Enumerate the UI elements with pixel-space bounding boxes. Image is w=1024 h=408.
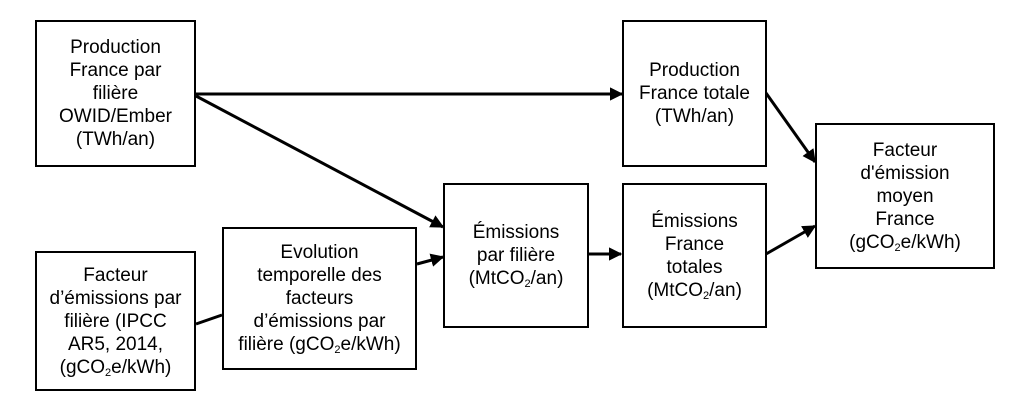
unit-subscript: 2 — [334, 344, 341, 356]
arrow-totales-to-facteur — [765, 224, 817, 256]
box-line: France — [664, 233, 725, 255]
box-unit-line: filière (gCO2e/kWh) — [238, 333, 400, 356]
box-line: par filière — [476, 245, 556, 266]
box-line: Evolution — [280, 242, 359, 263]
box-facteur-moyen: Facteur d'émission moyen France (gCO2e/k… — [815, 123, 995, 269]
box-line: Production — [70, 37, 161, 58]
box-line: France par — [69, 60, 162, 81]
box-line: d'émission — [860, 162, 950, 184]
unit-subscript: 2 — [894, 241, 901, 254]
box-line: AR5, 2014, — [67, 333, 164, 355]
box-line: Émissions — [651, 210, 738, 232]
box-unit-line: (gCO2e/kWh) — [849, 231, 961, 254]
box-line: France totale — [639, 83, 750, 104]
unit-text: (gCO — [849, 231, 895, 253]
arrow-evolution-to-emissions — [416, 253, 445, 267]
box-line: filière — [92, 83, 139, 104]
box-unit-line: (MtCO2/an) — [469, 267, 564, 290]
box-unit-line: (MtCO2/an) — [647, 279, 742, 302]
unit-text: e/kWh) — [340, 334, 401, 355]
box-line: d’émissions par — [49, 287, 182, 309]
box-line: totales — [666, 256, 723, 278]
box-line: d’émissions par — [253, 311, 386, 332]
box-evolution: Evolution temporelle des facteurs d’émis… — [222, 227, 417, 370]
unit-text: /an) — [709, 279, 742, 301]
unit-text: (MtCO — [647, 279, 704, 301]
box-line: Facteur — [872, 139, 938, 161]
box-line: (TWh/an) — [654, 106, 735, 127]
box-production-filiere: Production France par filière OWID/Ember… — [35, 20, 196, 167]
box-line: Émissions — [472, 222, 560, 243]
box-facteur-filiere: Facteur d’émissions par filière (IPCC AR… — [35, 251, 196, 391]
box-line: Facteur — [83, 264, 148, 286]
box-line: moyen — [876, 185, 934, 207]
line-facteur-to-evolution — [195, 313, 223, 326]
unit-subscript: 2 — [524, 278, 531, 290]
box-emissions-totales: Émissions France totales (MtCO2/an) — [622, 183, 767, 328]
unit-text: /an) — [530, 268, 564, 289]
unit-text: e/kWh) — [111, 356, 172, 378]
box-line: filière (IPCC — [64, 310, 167, 332]
box-line: Production — [649, 60, 740, 81]
unit-text: (gCO — [59, 356, 106, 378]
arrow-production-to-emissions — [195, 94, 445, 229]
box-line: OWID/Ember — [59, 106, 172, 127]
box-production-totale: Production France totale (TWh/an) — [622, 20, 767, 167]
unit-text: (MtCO — [468, 268, 525, 289]
box-line: (TWh/an) — [75, 129, 156, 150]
unit-subscript: 2 — [105, 366, 112, 379]
box-line: facteurs — [285, 288, 354, 309]
unit-subscript: 2 — [703, 289, 710, 302]
arrow-totale-to-facteur — [764, 92, 817, 164]
unit-text: filière (gCO — [238, 334, 335, 355]
box-unit-line: (gCO2e/kWh) — [60, 356, 172, 379]
box-emissions-filiere: Émissions par filière (MtCO2/an) — [443, 183, 589, 328]
box-line: temporelle des — [257, 265, 382, 286]
box-line: France — [875, 208, 935, 230]
unit-text: e/kWh) — [900, 231, 961, 253]
